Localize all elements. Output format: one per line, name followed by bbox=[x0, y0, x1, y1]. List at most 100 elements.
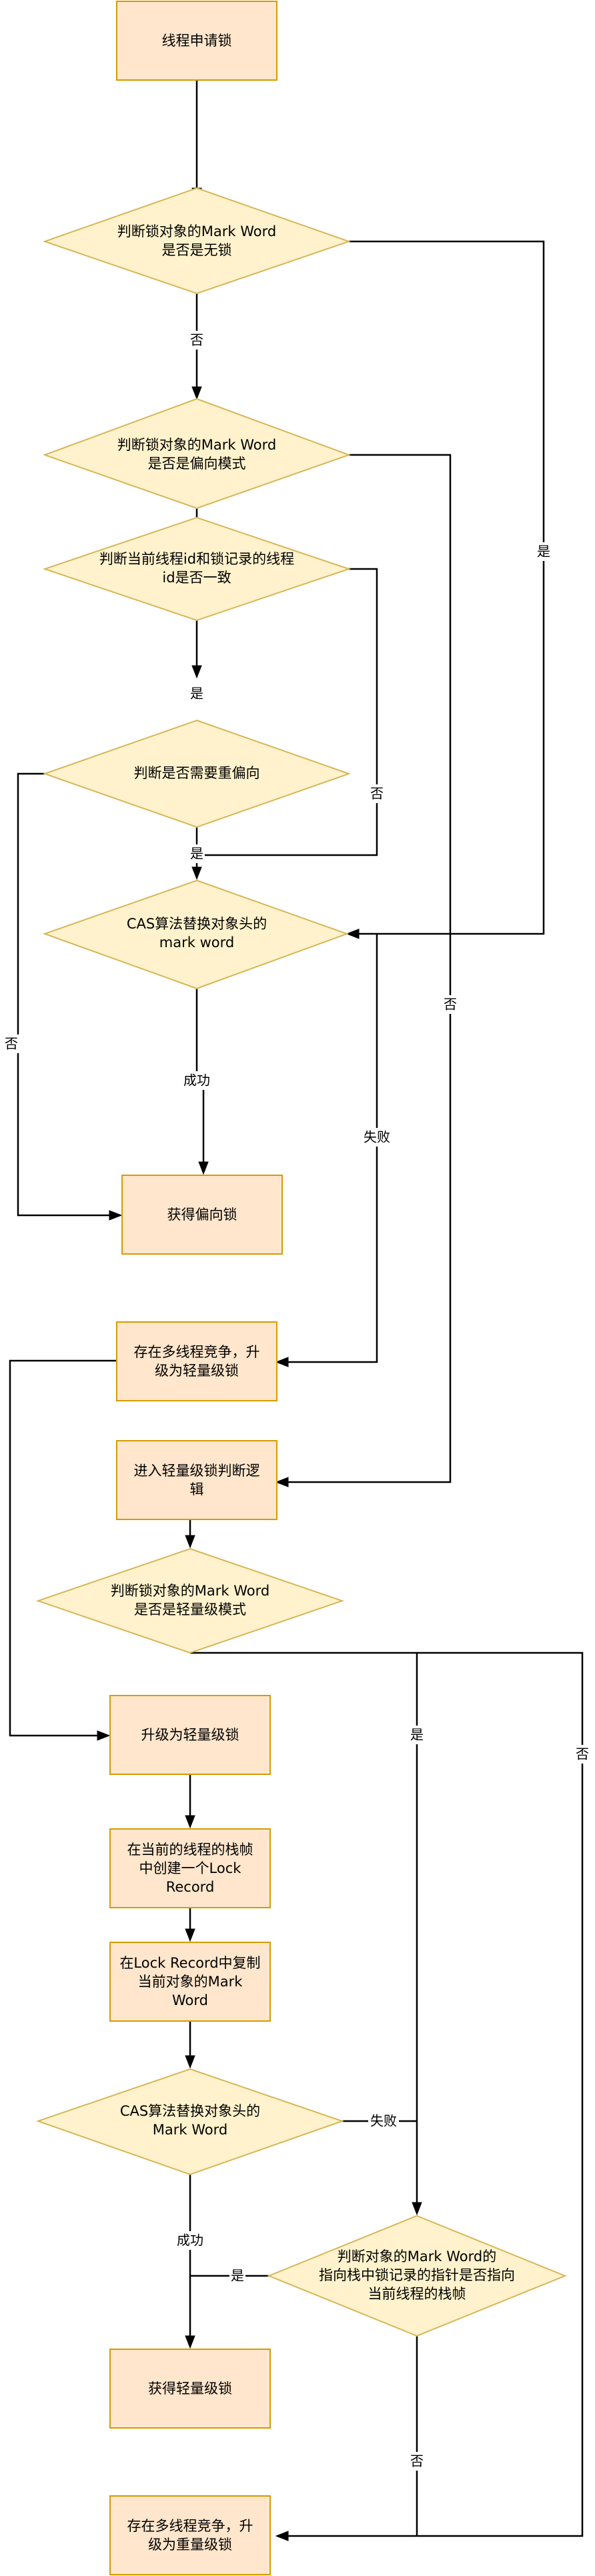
edge-label-rebias-yes: 是 bbox=[190, 846, 203, 862]
node-text-line: Record bbox=[166, 1879, 215, 1895]
edge-label-unlocked-yes: 是 bbox=[537, 544, 550, 560]
node-upgrade-light-text: 升级为轻量级锁 bbox=[141, 1727, 239, 1743]
arrowhead bbox=[97, 1730, 111, 1741]
edge-unlocked-yes bbox=[349, 240, 545, 935]
decision-cas-biased bbox=[43, 879, 349, 990]
arrowhead bbox=[275, 2531, 289, 2541]
node-text-line: id是否一致 bbox=[162, 570, 231, 586]
node-text-line: 在当前的线程的栈帧 bbox=[127, 1842, 253, 1858]
node-text-line: Word bbox=[172, 1992, 208, 2008]
node-text-line: 判断锁对象的Mark Word bbox=[117, 437, 276, 453]
decision-check-rebias-text: 判断是否需要重偏向 bbox=[134, 765, 260, 781]
arrowhead bbox=[191, 386, 202, 400]
node-text-line: CAS算法替换对象头的 bbox=[120, 2103, 260, 2119]
node-text-line: 判断锁对象的Mark Word bbox=[111, 1583, 269, 1599]
node-text-line: 当前线程的栈帧 bbox=[368, 2286, 466, 2302]
node-text-line: 是否是偏向模式 bbox=[148, 456, 246, 472]
node-text-line: 判断当前线程id和锁记录的线程 bbox=[99, 551, 294, 567]
arrowhead bbox=[185, 2335, 195, 2349]
edge-label-cas-light-fail: 失败 bbox=[370, 2113, 397, 2129]
node-text-line: 级为轻量级锁 bbox=[155, 1363, 239, 1379]
edge-thread-id-no bbox=[197, 568, 378, 856]
decision-check-unlocked bbox=[42, 187, 352, 295]
node-contention-upgrade-heavy bbox=[109, 2495, 271, 2575]
edge-label-thread-id-no: 否 bbox=[370, 786, 384, 802]
node-text-line: Mark Word bbox=[153, 2122, 227, 2138]
arrowhead bbox=[198, 1161, 209, 1175]
edge-label-unlocked-no: 否 bbox=[190, 332, 203, 348]
arrowhead bbox=[275, 1357, 289, 1367]
node-get-light-lock bbox=[109, 2349, 271, 2429]
node-text-line: 指向栈中锁记录的指针是否指向 bbox=[319, 2267, 515, 2283]
node-text-line: 线程申请锁 bbox=[162, 33, 232, 49]
edge-label-light-mode-yes: 是 bbox=[410, 1727, 424, 1743]
edge-label-pointer-no: 否 bbox=[410, 2453, 424, 2469]
node-contention-upgrade-heavy-text: 存在多线程竞争，升级为重量级锁 bbox=[127, 2518, 253, 2553]
node-contention-upgrade-light bbox=[116, 1321, 277, 1401]
node-text-line: 升级为轻量级锁 bbox=[141, 1727, 239, 1743]
arrowhead bbox=[185, 1815, 195, 1829]
arrowhead bbox=[275, 1477, 289, 1487]
edge-contention-to-upgrade-light bbox=[9, 1359, 117, 1737]
edge-light-mode-no bbox=[288, 1652, 584, 2537]
edge-label-cas-biased-fail: 失败 bbox=[364, 1129, 390, 1145]
node-text-line: 当前对象的Mark bbox=[138, 1974, 243, 1990]
node-text-line: 判断对象的Mark Word的 bbox=[338, 2248, 496, 2265]
arrowhead bbox=[191, 866, 202, 880]
arrowhead bbox=[346, 928, 360, 939]
edge-label-rebias-no: 否 bbox=[5, 1036, 18, 1052]
decision-check-thread-id-text: 判断当前线程id和锁记录的线程 id是否一致 bbox=[99, 551, 294, 586]
arrowhead bbox=[185, 1535, 195, 1549]
node-text-line: CAS算法替换对象头的 bbox=[127, 916, 267, 932]
decision-cas-light bbox=[35, 2068, 345, 2176]
node-text-line: 级为重量级锁 bbox=[148, 2537, 232, 2553]
node-copy-mark-word bbox=[109, 1942, 271, 2022]
node-enter-light-logic bbox=[116, 1440, 277, 1520]
decision-check-biased-mode bbox=[43, 398, 351, 510]
edge-cas-biased-fail bbox=[288, 934, 378, 1363]
node-text-line: 进入轻量级锁判断逻 bbox=[134, 1463, 260, 1479]
node-text-line: 在Lock Record中复制 bbox=[119, 1955, 260, 1971]
edge-label-cas-light-success: 成功 bbox=[177, 2232, 203, 2248]
decision-check-rebias bbox=[42, 719, 352, 828]
node-text-line: 存在多线程竞争，升 bbox=[134, 1344, 260, 1360]
node-text-line: 中创建一个Lock bbox=[139, 1860, 242, 1876]
node-enter-light-logic-text: 进入轻量级锁判断逻辑 bbox=[134, 1463, 260, 1497]
node-thread-request-lock bbox=[116, 1, 277, 81]
node-get-light-lock-text: 获得轻量级锁 bbox=[148, 2381, 232, 2397]
arrowhead bbox=[412, 2202, 422, 2216]
node-create-lock-record bbox=[109, 1828, 271, 1908]
decision-check-thread-id bbox=[42, 516, 352, 622]
node-text-line: 是否是无锁 bbox=[162, 242, 232, 258]
node-upgrade-light bbox=[109, 1695, 271, 1775]
node-text-line: 获得轻量级锁 bbox=[148, 2381, 232, 2397]
decision-check-pointer bbox=[267, 2214, 567, 2337]
node-text-line: 判断是否需要重偏向 bbox=[134, 765, 260, 781]
decision-check-biased-mode-text: 判断锁对象的Mark Word 是否是偏向模式 bbox=[117, 437, 276, 472]
edge-label-thread-id-yes: 是 bbox=[190, 686, 203, 702]
edge-label-pointer-yes: 是 bbox=[231, 2268, 244, 2284]
decision-check-light-mode-text: 判断锁对象的Mark Word 是否是轻量级模式 bbox=[111, 1583, 269, 1618]
decision-check-light-mode bbox=[35, 1547, 345, 1654]
arrowhead bbox=[191, 665, 202, 679]
node-text-line: mark word bbox=[159, 934, 234, 950]
decision-cas-biased-text: CAS算法替换对象头的 mark word bbox=[127, 916, 267, 950]
edge-label-light-mode-no: 否 bbox=[576, 1746, 589, 1762]
node-get-biased-lock bbox=[121, 1175, 283, 1255]
node-text-line: 判断锁对象的Mark Word bbox=[117, 223, 276, 239]
edge-biased-no bbox=[288, 454, 452, 1483]
decision-check-unlocked-text: 判断锁对象的Mark Word 是否是无锁 bbox=[117, 223, 276, 258]
arrowhead bbox=[185, 1928, 195, 1942]
decision-cas-light-text: CAS算法替换对象头的 Mark Word bbox=[120, 2103, 260, 2138]
arrowhead bbox=[185, 2055, 195, 2069]
decision-check-pointer-text: 判断对象的Mark Word的指向栈中锁记录的指针是否指向当前线程的栈帧 bbox=[319, 2248, 515, 2302]
node-text-line: 是否是轻量级模式 bbox=[134, 1601, 246, 1618]
node-thread-request-lock-text: 线程申请锁 bbox=[162, 33, 232, 49]
node-text-line: 存在多线程竞争，升 bbox=[127, 2518, 253, 2534]
edge-rebias-no bbox=[17, 772, 109, 1217]
node-text-line: 获得偏向锁 bbox=[167, 1207, 237, 1223]
arrowhead bbox=[109, 1210, 123, 1221]
node-contention-upgrade-light-text: 存在多线程竞争，升级为轻量级锁 bbox=[134, 1344, 260, 1379]
